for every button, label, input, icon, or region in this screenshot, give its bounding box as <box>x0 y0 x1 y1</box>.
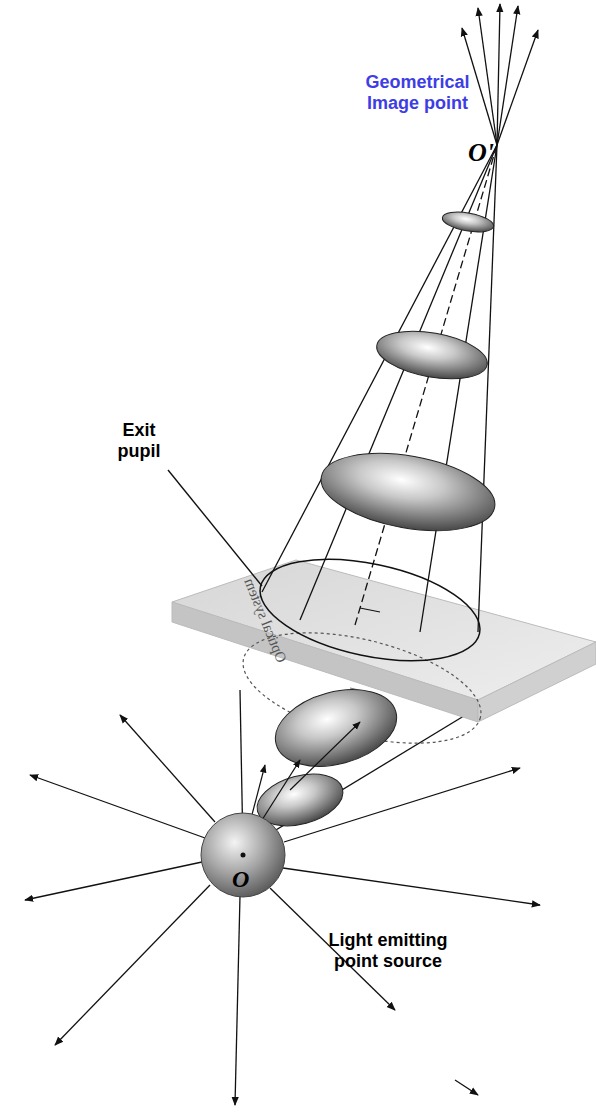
source-rays <box>25 715 540 1105</box>
image-point-symbol: O' <box>468 138 508 168</box>
small-arrow <box>455 1080 478 1095</box>
source-symbol: O <box>232 866 262 894</box>
upper-cone <box>262 145 497 632</box>
optical-system-label: Optical system <box>229 548 301 694</box>
source-point <box>241 853 246 858</box>
source-label: Light emitting point source <box>308 930 468 971</box>
diverging-wavefronts <box>251 677 405 834</box>
cone-rays <box>248 722 360 830</box>
exit-pupil-label: Exit pupil <box>104 420 174 461</box>
image-rays <box>462 4 538 145</box>
pupil-centers <box>350 608 380 692</box>
leader-line <box>168 470 262 586</box>
image-point-label: Geometrical Image point <box>355 72 480 113</box>
converging-wavefronts <box>315 209 501 543</box>
source-sphere <box>201 813 285 897</box>
